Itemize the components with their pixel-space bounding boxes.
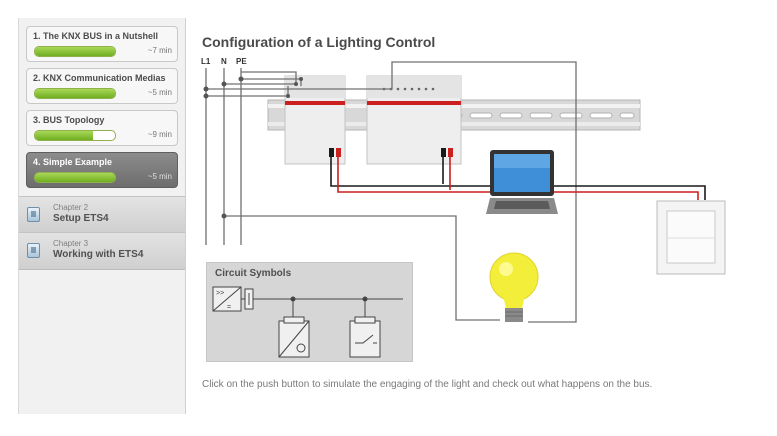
circuit-symbols-panel: Circuit Symbols >> = bbox=[206, 262, 413, 362]
svg-text:>>: >> bbox=[216, 290, 224, 297]
lesson-item-3[interactable]: 3. BUS Topology ~9 min bbox=[26, 110, 178, 146]
lesson-item-2[interactable]: 2. KNX Communication Medias ~5 min bbox=[26, 68, 178, 104]
light-bulb-icon bbox=[489, 252, 539, 322]
instruction-text: Click on the push button to simulate the… bbox=[202, 379, 653, 390]
lesson-title: 3. BUS Topology bbox=[33, 115, 105, 125]
wire-label-pe: PE bbox=[236, 57, 247, 66]
lesson-title: 4. Simple Example bbox=[33, 157, 113, 167]
push-button-switch[interactable] bbox=[656, 200, 726, 275]
wire-label-l1: L1 bbox=[201, 57, 211, 66]
circuit-symbols-title: Circuit Symbols bbox=[215, 268, 292, 279]
chapter-title: Setup ETS4 bbox=[53, 213, 109, 224]
lesson-title: 2. KNX Communication Medias bbox=[33, 73, 166, 83]
sidebar: 1. The KNX BUS in a Nutshell ~7 min 2. K… bbox=[18, 18, 186, 414]
push-button-icon bbox=[656, 200, 726, 275]
lesson-duration: ~7 min bbox=[147, 46, 172, 55]
chapter-item-working-with-ets4[interactable]: Chapter 3 Working with ETS4 bbox=[19, 232, 185, 270]
lesson-progress-bar bbox=[34, 130, 116, 141]
lesson-item-1[interactable]: 1. The KNX BUS in a Nutshell ~7 min bbox=[26, 26, 178, 62]
chapter-number: Chapter 3 bbox=[53, 239, 89, 248]
power-supply-module bbox=[284, 75, 346, 165]
chapter-book-icon bbox=[27, 243, 40, 258]
lesson-progress-bar bbox=[34, 46, 116, 57]
chapter-item-setup-ets4[interactable]: Chapter 2 Setup ETS4 bbox=[19, 196, 185, 234]
terminal-dots bbox=[203, 76, 303, 219]
lesson-progress-bar bbox=[34, 172, 116, 183]
chapter-number: Chapter 2 bbox=[53, 203, 89, 212]
lesson-duration: ~5 min bbox=[147, 172, 172, 181]
laptop-icon bbox=[486, 150, 558, 214]
chapter-title: Working with ETS4 bbox=[53, 249, 144, 260]
svg-text:=: = bbox=[227, 304, 231, 311]
lesson-progress-bar bbox=[34, 88, 116, 99]
switch-actuator-module bbox=[366, 75, 462, 165]
lesson-duration: ~9 min bbox=[147, 130, 172, 139]
lesson-item-4[interactable]: 4. Simple Example ~5 min bbox=[26, 152, 178, 188]
wire-label-n: N bbox=[221, 57, 227, 66]
page-title: Configuration of a Lighting Control bbox=[202, 34, 436, 50]
lesson-title: 1. The KNX BUS in a Nutshell bbox=[33, 31, 159, 41]
lesson-duration: ~5 min bbox=[147, 88, 172, 97]
circuit-symbols-drawing: >> = bbox=[212, 286, 403, 358]
chapter-book-icon bbox=[27, 207, 40, 222]
